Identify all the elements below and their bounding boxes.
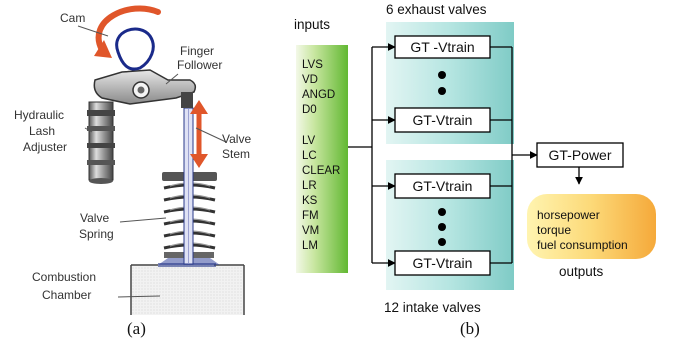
label-hydraulic: Hydraulic (14, 108, 64, 122)
input-item: KS (302, 195, 318, 207)
combustion-chamber (130, 264, 245, 315)
connectors (348, 43, 583, 267)
input-item: VM (302, 225, 319, 237)
valve-travel-arrow (190, 100, 208, 168)
label-combustion: Combustion (32, 270, 96, 284)
panel-b: inputs 6 exhaust valves 12 intake valves… (294, 2, 656, 338)
hydraulic-lash-adjuster (87, 101, 115, 184)
output-item: fuel consumption (537, 238, 628, 252)
outputs-title: outputs (559, 264, 604, 279)
input-item: LM (302, 240, 318, 252)
cam-lobe (115, 27, 155, 71)
input-item: LVS (302, 59, 323, 71)
leader-lines (77, 25, 227, 298)
output-item: horsepower (537, 208, 600, 222)
finger-follower (93, 69, 197, 108)
valve-stem (183, 107, 194, 265)
ellipsis-dots (438, 71, 446, 246)
label-valve-stem-2: Stem (222, 147, 250, 161)
inputs-list: LVS VD ANGD D0 LV LC CLEAR LR KS FM VM L… (302, 59, 340, 252)
intake-title: 12 intake valves (384, 300, 481, 315)
svg-text:GT -Vtrain: GT -Vtrain (410, 39, 474, 55)
exhaust-title: 6 exhaust valves (386, 2, 487, 17)
label-cam: Cam (60, 11, 85, 25)
input-item: LC (302, 150, 317, 162)
svg-text:GT-Vtrain: GT-Vtrain (413, 255, 473, 271)
label-valve-stem-1: Valve (222, 132, 251, 146)
intake-box-1: GT-Vtrain (394, 173, 491, 199)
svg-text:GT-Power: GT-Power (548, 147, 611, 163)
input-item: LR (302, 180, 317, 192)
caption-a: (a) (127, 319, 146, 338)
label-lash: Lash (29, 124, 55, 138)
panel-a: Cam Finger Follower Hydraulic Lash Adjus… (14, 5, 251, 338)
label-finger: Finger (180, 44, 214, 58)
cam-rotation-arrow (94, 5, 161, 58)
input-item: LV (302, 135, 316, 147)
output-item: torque (537, 223, 571, 237)
exhaust-box-1: GT -Vtrain (394, 35, 491, 59)
input-item: CLEAR (302, 165, 340, 177)
label-valve-spring-2: Spring (79, 227, 114, 241)
input-item: ANGD (302, 89, 335, 101)
svg-text:GT-Vtrain: GT-Vtrain (413, 112, 473, 128)
label-valve-spring-1: Valve (80, 211, 109, 225)
intake-box-2: GT-Vtrain (394, 250, 491, 276)
input-item: VD (302, 74, 318, 86)
inputs-bar (296, 45, 348, 273)
input-item: FM (302, 210, 319, 222)
label-follower: Follower (177, 58, 222, 72)
input-item: D0 (302, 104, 317, 116)
gt-power-box: GT-Power (536, 142, 624, 168)
svg-text:GT-Vtrain: GT-Vtrain (413, 178, 473, 194)
label-chamber: Chamber (42, 288, 91, 302)
caption-b: (b) (460, 319, 480, 338)
exhaust-box-2: GT-Vtrain (394, 107, 491, 133)
inputs-title: inputs (294, 17, 330, 32)
label-adjuster: Adjuster (23, 140, 67, 154)
outputs-blob (527, 194, 656, 259)
